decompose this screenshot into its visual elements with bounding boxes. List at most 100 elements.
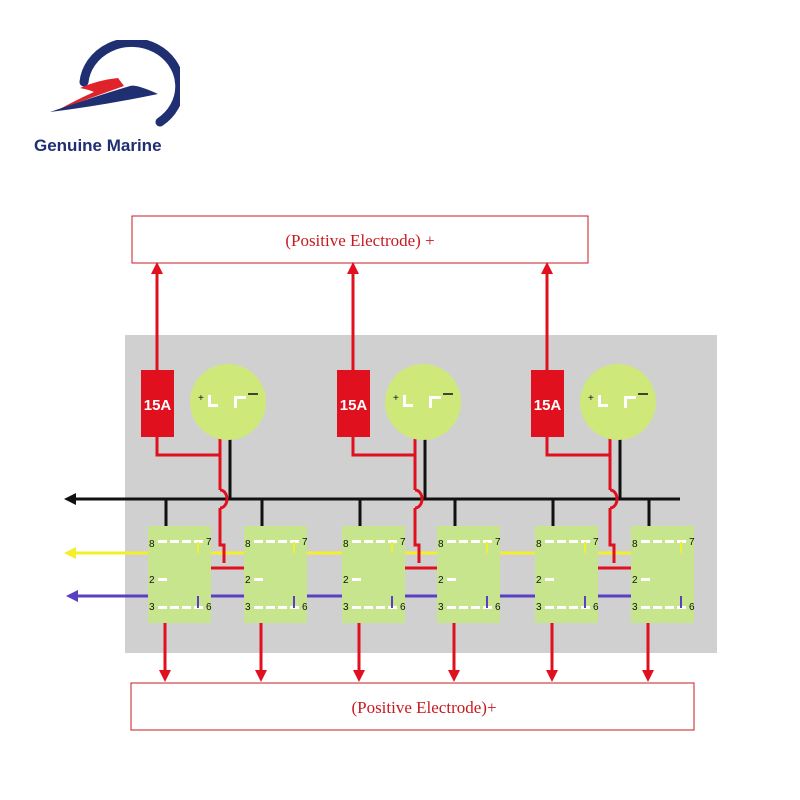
- switch-terminal: [278, 540, 287, 543]
- bottom-positive-label: (Positive Electrode)+: [351, 698, 496, 717]
- pin-2-label: 2: [438, 575, 444, 586]
- switch-terminal: [170, 540, 179, 543]
- switch-terminal: [677, 540, 686, 543]
- switch-terminal: [665, 540, 674, 543]
- switch-terminal: [653, 606, 662, 609]
- switch-terminal: [278, 606, 287, 609]
- red-wire-jump: [609, 488, 619, 510]
- pin-7-label: 7: [206, 537, 212, 548]
- fuse-label: 15A: [534, 397, 562, 414]
- pin-8-label: 8: [149, 539, 155, 550]
- switch-terminal: [459, 540, 468, 543]
- pin-6-label: 6: [206, 602, 212, 613]
- indicator-pin: [234, 396, 246, 399]
- pin-8-label: 8: [438, 539, 444, 550]
- pin-6-label: 6: [689, 602, 695, 613]
- switch-terminal: [471, 606, 480, 609]
- switch-terminal: [194, 540, 203, 543]
- top-positive-label: (Positive Electrode) +: [285, 231, 434, 250]
- pin-2-label: 2: [149, 575, 155, 586]
- fuse-15a-icon: [337, 370, 370, 437]
- switch-terminal: [581, 540, 590, 543]
- pin-6-label: 6: [495, 602, 501, 613]
- red-wire-feed-lower: [218, 508, 226, 563]
- switch-terminal: [352, 606, 361, 609]
- switch-terminal: [471, 540, 480, 543]
- switch-terminal: [653, 540, 662, 543]
- pin-3-label: 3: [632, 602, 638, 613]
- bottom-positive-box: [130, 682, 695, 731]
- switch-terminal: [352, 578, 361, 581]
- switch-terminal: [266, 540, 275, 543]
- pin-7-label: 7: [495, 537, 501, 548]
- switch-terminal: [364, 606, 373, 609]
- switch-terminal: [557, 540, 566, 543]
- indicator-light-icon: [580, 364, 656, 440]
- pin-2-label: 2: [632, 575, 638, 586]
- indicator-plus-label: +: [198, 393, 204, 404]
- pin-2-label: 2: [536, 575, 542, 586]
- switch-terminal: [459, 606, 468, 609]
- pin-2-label: 2: [343, 575, 349, 586]
- indicator-pin: [624, 398, 627, 408]
- fuse-15a-icon: [531, 370, 564, 437]
- indicator-pin: [429, 396, 441, 399]
- pin-6-label: 6: [593, 602, 599, 613]
- red-wire-feed-lower: [413, 508, 421, 563]
- pin-8-label: 8: [632, 539, 638, 550]
- pin-3-label: 3: [343, 602, 349, 613]
- switch-terminal: [170, 606, 179, 609]
- fuse-label: 15A: [340, 397, 368, 414]
- indicator-pin: [624, 396, 636, 399]
- pin-6-label: 6: [302, 602, 308, 613]
- indicator-pin: [429, 398, 432, 408]
- switch-terminal: [352, 540, 361, 543]
- ship-logo-icon: [50, 37, 185, 127]
- switch-terminal: [569, 606, 578, 609]
- indicator-light-icon: [385, 364, 461, 440]
- indicator-pin: [598, 404, 608, 407]
- switch-terminal: [483, 540, 492, 543]
- switch-terminal: [158, 578, 167, 581]
- indicator-pin: [208, 404, 218, 407]
- switch-terminal: [447, 578, 456, 581]
- pin-7-label: 7: [593, 537, 599, 548]
- switch-terminal: [290, 540, 299, 543]
- pin-2-label: 2: [245, 575, 251, 586]
- switch-terminal: [182, 540, 191, 543]
- pin-3-label: 3: [149, 602, 155, 613]
- pin-7-label: 7: [689, 537, 695, 548]
- switch-terminal: [388, 540, 397, 543]
- switch-terminal: [545, 606, 554, 609]
- pin-6-label: 6: [400, 602, 406, 613]
- switch-terminal: [447, 606, 456, 609]
- top-positive-box: [131, 215, 589, 264]
- pin-7-label: 7: [302, 537, 308, 548]
- switch-terminal: [158, 606, 167, 609]
- switch-terminal: [447, 540, 456, 543]
- fuse-15a-icon: [141, 370, 174, 437]
- pin-8-label: 8: [343, 539, 349, 550]
- fuse-label: 15A: [144, 397, 172, 414]
- switch-terminal: [641, 540, 650, 543]
- switch-terminal: [376, 606, 385, 609]
- indicator-light-icon: [190, 364, 266, 440]
- switch-terminal: [364, 540, 373, 543]
- indicator-pin: [598, 395, 601, 406]
- brand-logo: [40, 37, 185, 130]
- indicator-pin: [234, 398, 237, 408]
- switch-terminal: [266, 606, 275, 609]
- pin-3-label: 3: [245, 602, 251, 613]
- switch-terminal: [557, 606, 566, 609]
- switch-terminal: [641, 578, 650, 581]
- indicator-plus-label: +: [393, 393, 399, 404]
- red-wire-jump: [219, 488, 229, 510]
- indicator-pin: [403, 404, 413, 407]
- pin-8-label: 8: [245, 539, 251, 550]
- indicator-plus-label: +: [588, 393, 594, 404]
- switch-terminal: [376, 540, 385, 543]
- switch-terminal: [182, 606, 191, 609]
- pin-3-label: 3: [438, 602, 444, 613]
- switch-terminal: [545, 540, 554, 543]
